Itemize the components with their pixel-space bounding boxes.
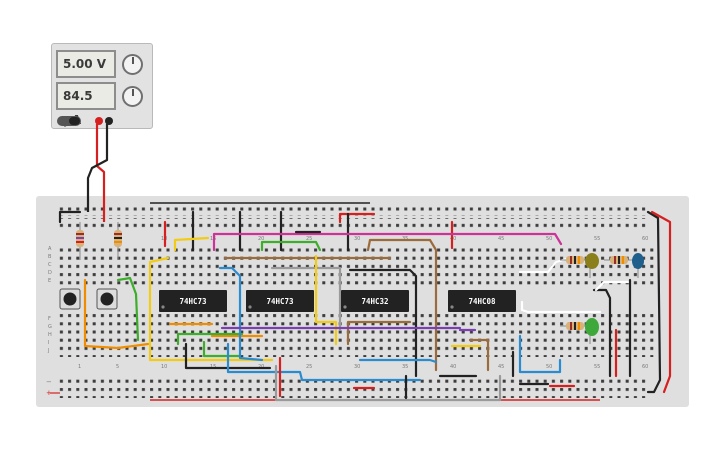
chip-label: 74HC32 (361, 297, 388, 306)
col-label-50-bottom: 50 (546, 364, 552, 370)
power-leads[interactable] (86, 124, 109, 222)
resistor-1 (76, 222, 84, 260)
rail-minus-label: − (46, 378, 52, 386)
power-switch[interactable] (57, 116, 81, 126)
resistor-4 (604, 256, 634, 264)
leds[interactable] (585, 253, 644, 344)
col-label-60-bottom: 60 (642, 364, 648, 370)
col-label-10-bottom: 10 (161, 364, 167, 370)
negative-terminal[interactable] (105, 117, 113, 125)
voltage-display: 5.00 V (56, 50, 116, 78)
led-olive (585, 253, 599, 278)
resistor-2 (114, 222, 122, 260)
col-label-20: 20 (258, 236, 264, 242)
row-label-e: E (48, 278, 51, 284)
col-label-40-bottom: 40 (450, 364, 456, 370)
col-label-35-bottom: 35 (402, 364, 408, 370)
col-label-25-bottom: 25 (306, 364, 312, 370)
row-label-b: B (48, 254, 52, 260)
current-knob[interactable] (122, 86, 143, 107)
resistors[interactable] (76, 222, 634, 330)
bottom-terminal-strip (58, 314, 658, 357)
row-label-j: J (47, 348, 49, 354)
led-green (585, 318, 599, 344)
ics[interactable]: 74HC73 74HC73 74HC32 74HC08 (159, 290, 516, 312)
row-label-c: C (48, 262, 52, 268)
chip-74hc73-2: 74HC73 (246, 290, 314, 312)
row-label-i: I (48, 340, 49, 346)
col-label-5-bottom: 5 (116, 364, 119, 370)
row-label-d: D (48, 270, 52, 276)
pushbuttons[interactable] (59, 288, 118, 310)
chip-74hc32: 74HC32 (341, 290, 409, 312)
top-terminal-strip (58, 244, 658, 287)
top-rails (58, 206, 648, 228)
row-labels: A B C D E F G H I J − + (46, 246, 52, 397)
positive-terminal[interactable] (95, 117, 103, 125)
col-label-55-bottom: 55 (594, 364, 600, 370)
pushbutton-2 (96, 288, 118, 310)
col-label-60: 60 (642, 236, 648, 242)
resistor-3 (560, 256, 590, 264)
row-label-g: G (48, 324, 52, 330)
wires[interactable] (58, 210, 672, 402)
col-label-1-bottom: 1 (78, 364, 81, 370)
col-label-55: 55 (594, 236, 600, 242)
row-label-h: H (48, 332, 52, 338)
chip-74hc73-1: 74HC73 (159, 290, 227, 312)
col-label-40: 40 (450, 236, 456, 242)
rail-plus-label: + (46, 389, 52, 397)
chip-label: 74HC08 (468, 297, 496, 306)
col-label-50: 50 (546, 236, 552, 242)
row-label-a: A (48, 246, 52, 252)
voltage-knob[interactable] (122, 54, 143, 75)
chip-74hc08: 74HC08 (448, 290, 516, 312)
col-label-25: 25 (306, 236, 312, 242)
col-label-30: 30 (354, 236, 360, 242)
col-label-45-bottom: 45 (498, 364, 504, 370)
pushbutton-1 (59, 288, 81, 310)
chip-label: 74HC73 (179, 297, 207, 306)
col-label-45: 45 (498, 236, 504, 242)
led-blue (632, 253, 644, 278)
power-supply: 5.00 V 84.5 µA (51, 43, 153, 129)
row-label-f: F (48, 316, 51, 322)
chip-label: 74HC73 (266, 297, 294, 306)
resistor-5 (560, 322, 590, 330)
col-label-30-bottom: 30 (354, 364, 360, 370)
